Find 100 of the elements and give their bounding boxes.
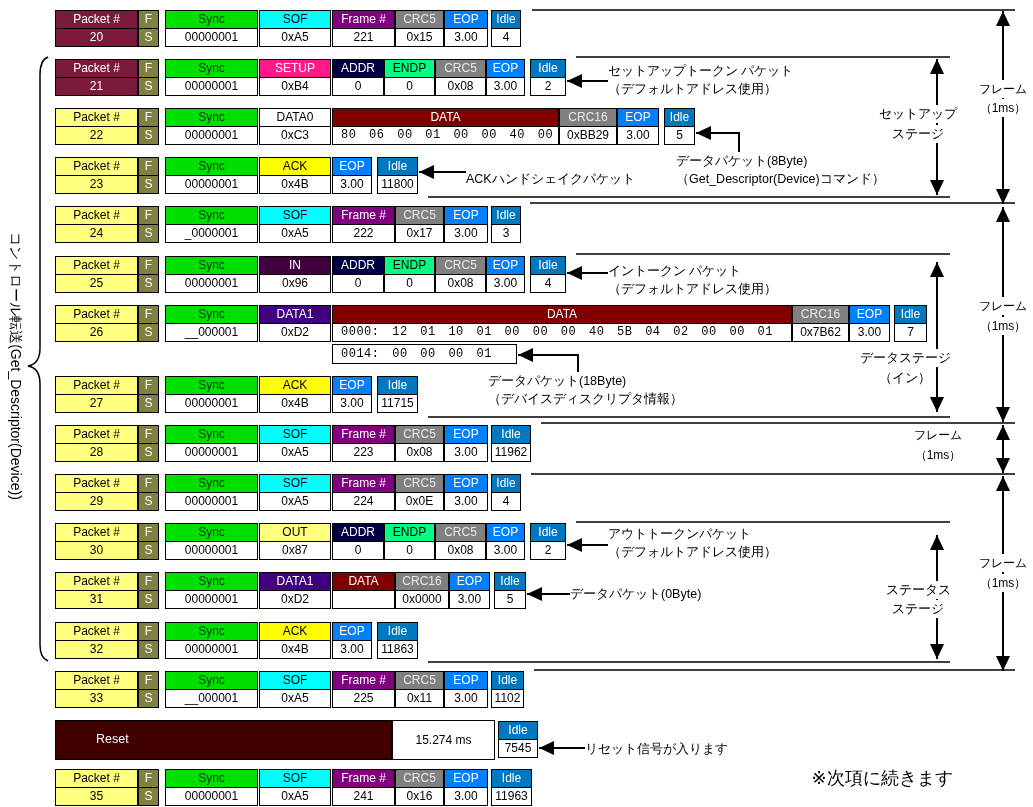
field-header: Sync — [166, 672, 257, 690]
packet-field — [444, 206, 488, 243]
packet-field — [498, 721, 538, 758]
field-value: 7545 — [503, 740, 533, 757]
field-value: S — [143, 493, 154, 510]
field-header: Idle — [492, 770, 531, 788]
field-value: S — [143, 127, 154, 144]
field-value: 3.00 — [453, 493, 479, 510]
field-header: CRC16 — [396, 573, 448, 591]
field-header: SOF — [260, 11, 330, 29]
field-header: Idle — [531, 60, 565, 78]
field-header: F — [139, 623, 158, 641]
packet-field — [384, 256, 435, 293]
field-header: OUT — [260, 524, 330, 542]
packet-field — [165, 108, 258, 145]
field-header: EOP — [333, 158, 371, 176]
field-header: F — [139, 672, 158, 690]
packet-field — [384, 59, 435, 96]
field-header: SETUP — [260, 60, 330, 78]
field-value: 1102 — [493, 690, 522, 707]
field-header: EOP — [333, 623, 371, 641]
packet-field — [165, 10, 258, 47]
packet-field — [259, 256, 331, 293]
field-header: Sync — [166, 623, 257, 641]
field-header: CRC5 — [396, 11, 443, 29]
field-value: 7 — [906, 324, 915, 341]
annotation-text: （Get_Descriptor(Device)コマンド） — [676, 171, 885, 188]
packet-field — [792, 305, 849, 342]
field-value: 0x0000 — [401, 591, 443, 608]
field-header: Idle — [378, 377, 417, 395]
field-value: 11963 — [494, 788, 529, 805]
packet-field — [530, 256, 566, 293]
packet-field — [444, 425, 488, 462]
field-value: 0 — [353, 78, 363, 95]
field-header: CRC5 — [396, 475, 443, 493]
field-value: 0xBB29 — [566, 127, 610, 144]
field-value: 225 — [352, 690, 375, 707]
field-value: 0x08 — [446, 275, 475, 292]
field-value: 5 — [675, 127, 684, 144]
packet-field — [332, 376, 372, 413]
flag-field — [138, 157, 159, 194]
field-header: ADDR — [333, 257, 383, 275]
field-header: Packet # — [56, 257, 137, 275]
field-value: 0x16 — [405, 788, 434, 805]
frame-label: フレーム — [979, 554, 1027, 572]
packet-field — [165, 305, 258, 342]
field-header: EOP — [445, 475, 487, 493]
field-header: EOP — [445, 207, 487, 225]
packet-number-field — [55, 206, 138, 243]
annotation-text: （デフォルトアドレス使用） — [608, 81, 778, 98]
field-header: F — [139, 377, 158, 395]
packet-field — [259, 157, 331, 194]
field-value: S — [143, 444, 154, 461]
arrow — [418, 165, 467, 179]
field-value: 35 — [88, 788, 105, 805]
field-value: S — [143, 788, 154, 805]
packet-field — [444, 474, 488, 511]
packet-field — [377, 376, 418, 413]
field-header: F — [139, 524, 158, 542]
field-value: 0xD2 — [280, 324, 310, 341]
packet-field — [332, 206, 395, 243]
annotation-text: データパケット(8Byte) — [676, 153, 809, 170]
field-value: 0xA5 — [280, 29, 310, 46]
packet-number-field — [55, 305, 138, 342]
stage-label: ステージ — [890, 125, 946, 143]
packet-field — [486, 59, 525, 96]
field-value: 0 — [405, 78, 414, 95]
annotation-text: データパケット(18Byte) — [488, 373, 628, 390]
field-header: Sync — [166, 207, 257, 225]
field-header: EOP — [850, 306, 889, 324]
packet-field — [259, 425, 331, 462]
field-value: 24 — [88, 225, 105, 242]
field-header: Packet # — [56, 573, 137, 591]
field-header: Sync — [166, 11, 257, 29]
packet-field — [435, 256, 486, 293]
field-value: 221 — [352, 29, 375, 46]
packet-field — [165, 425, 258, 462]
field-value: 223 — [352, 444, 375, 461]
packet-number-field — [55, 622, 138, 659]
packet-number-field — [55, 474, 138, 511]
packet-number-field — [55, 108, 138, 145]
field-value: 0xA5 — [280, 690, 310, 707]
packet-field — [449, 572, 490, 609]
field-value: 0x08 — [446, 78, 475, 95]
field-header: F — [139, 426, 158, 444]
packet-number-field — [55, 157, 138, 194]
field-value: 0x08 — [446, 542, 475, 559]
packet-field — [395, 671, 444, 708]
packet-field — [259, 305, 331, 342]
field-value: 00000001 — [183, 493, 240, 510]
arrow — [566, 74, 609, 88]
packet-number-field — [55, 523, 138, 560]
packet-field — [559, 108, 617, 145]
packet-field — [259, 59, 331, 96]
packet-field — [377, 157, 418, 194]
flag-field — [138, 622, 159, 659]
field-header: F — [139, 257, 158, 275]
field-header: ADDR — [333, 524, 383, 542]
packet-field — [530, 59, 566, 96]
field-header: Packet # — [56, 306, 137, 324]
